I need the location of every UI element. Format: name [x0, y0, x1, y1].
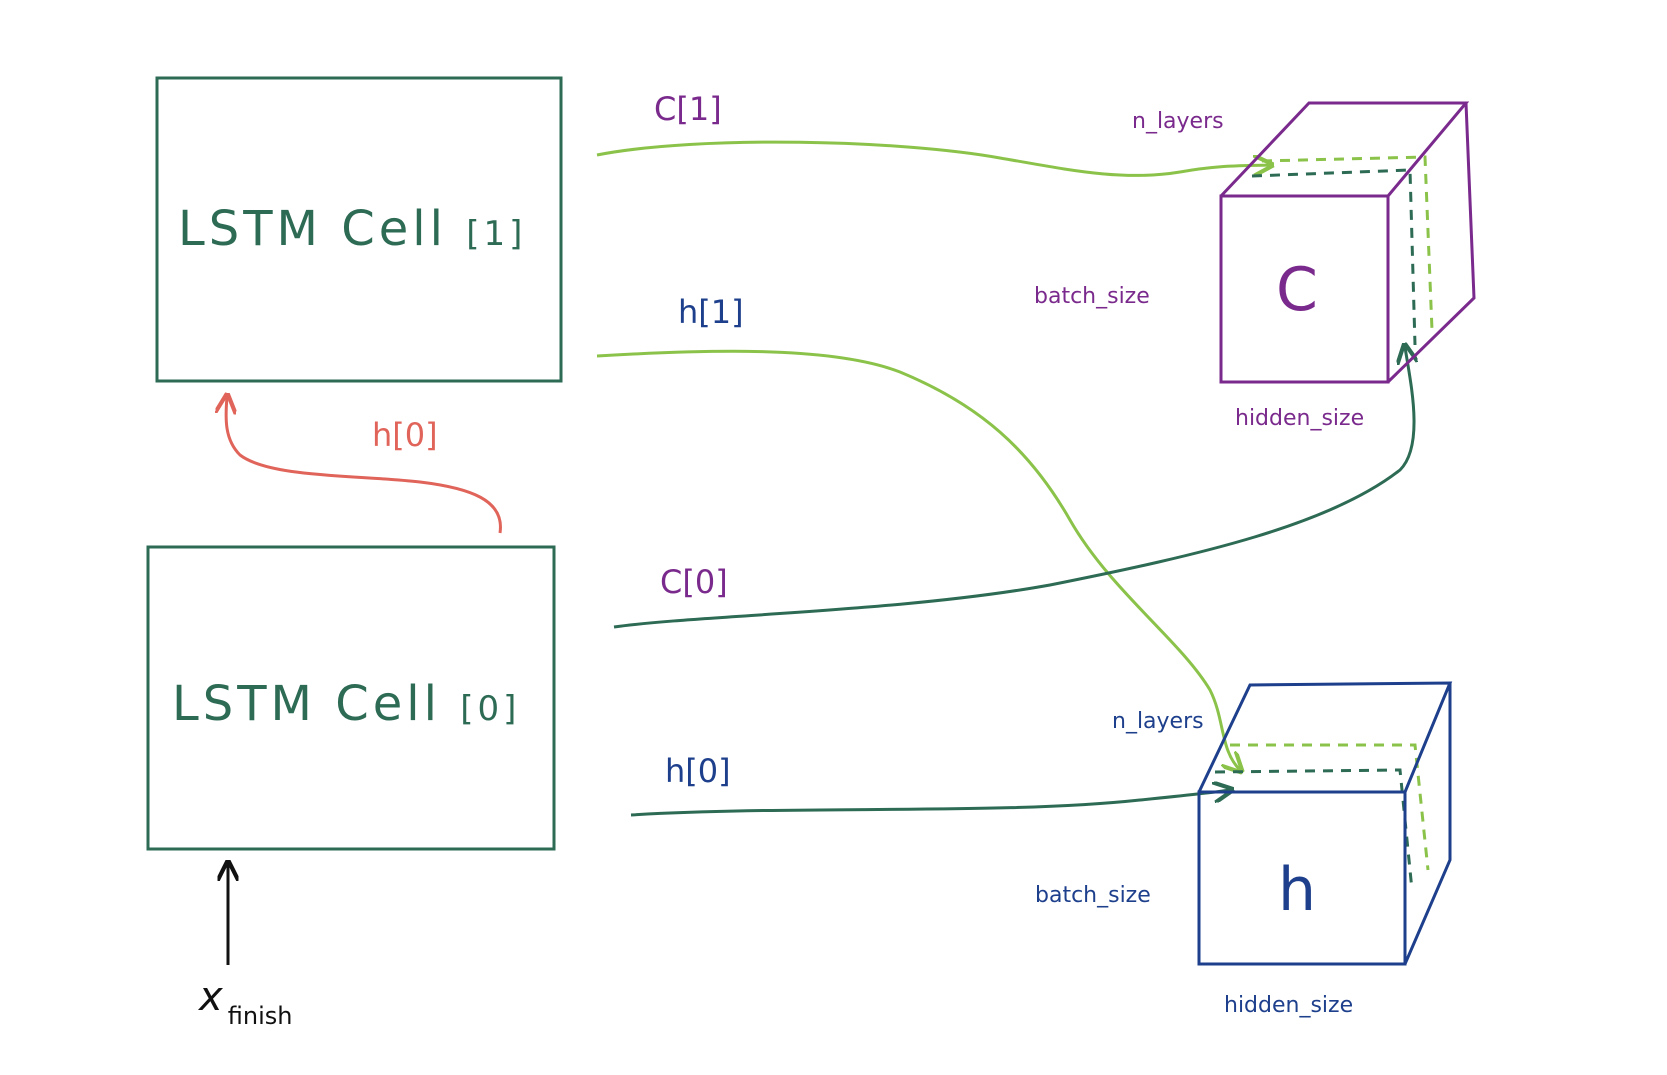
h-tensor-depth-label: n_layers — [1112, 709, 1204, 734]
lstm-cell-0-box — [146, 545, 556, 851]
c-tensor-cube: C n_layers batch_size hidden_size — [1034, 101, 1476, 431]
lstm-cell-0-index: [0] — [460, 689, 520, 729]
h-tensor-height-label: batch_size — [1035, 883, 1151, 908]
lstm-cell-0: LSTM Cell [0] — [146, 545, 556, 851]
c0-label: C[0] — [660, 563, 728, 601]
lstm-cell-1: LSTM Cell [1] — [155, 76, 563, 383]
h0-recurrent-label: h[0] — [372, 416, 438, 454]
c-tensor-width-label: hidden_size — [1235, 406, 1364, 431]
h0-recurrent-arrow — [226, 397, 502, 534]
c1-arrow — [596, 140, 1270, 177]
h0-arrow — [630, 790, 1230, 817]
lstm-cell-1-box — [155, 76, 563, 383]
h-tensor-cube: h n_layers batch_size hidden_size — [1035, 681, 1453, 1018]
h1-arrow — [596, 349, 1240, 770]
c-tensor-height-label: batch_size — [1034, 284, 1150, 309]
h1-label: h[1] — [678, 293, 744, 331]
h-tensor-width-label: hidden_size — [1224, 993, 1353, 1018]
lstm-cell-1-label: LSTM Cell — [178, 201, 447, 257]
input-subscript: finish — [228, 1002, 293, 1030]
c-tensor-name: C — [1276, 255, 1318, 325]
input-symbol: x — [197, 974, 223, 1020]
svg-text:LSTM Cell [0]: LSTM Cell [0] — [172, 676, 520, 732]
lstm-cell-0-label: LSTM Cell — [172, 676, 441, 732]
svg-text:LSTM Cell [1]: LSTM Cell [1] — [178, 201, 526, 257]
c-tensor-depth-label: n_layers — [1132, 109, 1224, 134]
lstm-cell-1-index: [1] — [466, 214, 526, 254]
h-tensor-name: h — [1278, 855, 1316, 925]
svg-text:x finish: x finish — [197, 974, 292, 1030]
h0-label: h[0] — [665, 752, 731, 790]
c0-arrow — [613, 347, 1414, 629]
c1-label: C[1] — [654, 90, 722, 128]
